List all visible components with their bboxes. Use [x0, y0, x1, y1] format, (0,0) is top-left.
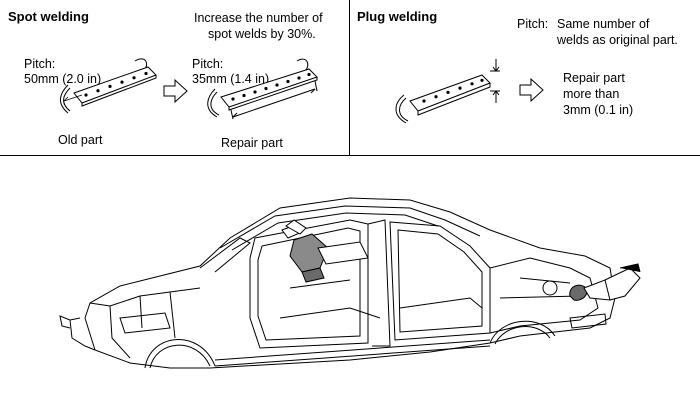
plug-pitch-line1: Same number of — [557, 17, 650, 31]
plug-weld-strip — [395, 59, 500, 124]
panel-divider — [349, 0, 350, 155]
new-pitch-label: Pitch: — [192, 57, 224, 71]
spot-welding-heading: Spot welding — [8, 9, 89, 24]
old-part-strip — [60, 58, 157, 114]
spot-note-line1: Increase the number of — [194, 11, 323, 25]
plug-arrow-icon — [519, 77, 544, 103]
repair-part-strip — [207, 58, 318, 120]
repair-part-caption: Repair part — [221, 136, 283, 150]
car-body-illustration — [59, 197, 641, 369]
header-bottom-border — [0, 155, 700, 156]
spot-arrow-icon — [163, 78, 188, 104]
new-pitch-value: 35mm (1.4 in) — [192, 72, 270, 86]
plug-welding-heading: Plug welding — [357, 9, 438, 24]
plug-repair-line3: 3mm (0.1 in) — [563, 103, 634, 117]
plug-pitch-line2: welds as original part. — [557, 33, 678, 47]
old-part-caption: Old part — [58, 133, 103, 147]
old-pitch-value: 50mm (2.0 in) — [24, 72, 102, 86]
plug-repair-line2: more than — [563, 87, 620, 101]
plug-repair-line1: Repair part — [563, 71, 625, 85]
plug-pitch-label: Pitch: — [517, 17, 549, 31]
old-pitch-label: Pitch: — [24, 57, 56, 71]
spot-note-line2: spot welds by 30%. — [208, 27, 316, 41]
